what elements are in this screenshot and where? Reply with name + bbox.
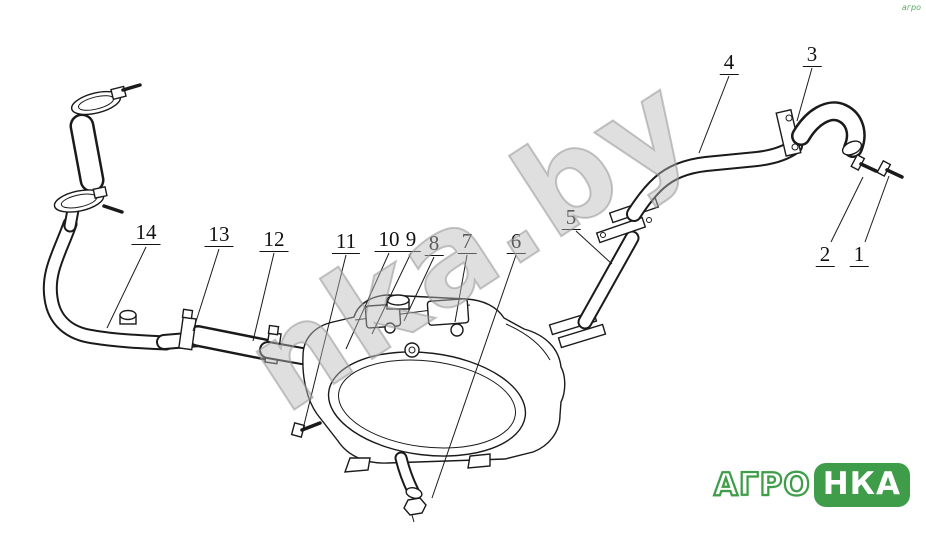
right-pipe-assembly xyxy=(548,101,904,349)
callout-7: 7 xyxy=(457,230,477,254)
flange-bolt-1 xyxy=(876,159,904,179)
mount-bolt-11 xyxy=(290,421,322,438)
hose-clamp-middle xyxy=(53,186,124,214)
corner-mark: агро xyxy=(901,3,921,12)
callout-1: 1 xyxy=(849,243,869,267)
leader-lines xyxy=(106,67,890,499)
hose-clamp-top xyxy=(70,83,142,116)
callout-3: 3 xyxy=(802,43,822,67)
engine-block xyxy=(290,294,566,523)
agronka-logo: АГРО НКА xyxy=(713,463,910,507)
callout-8: 8 xyxy=(424,232,444,256)
logo-text-agro: АГРО xyxy=(713,466,811,504)
callout-11: 11 xyxy=(331,230,361,254)
callout-6: 6 xyxy=(506,230,526,254)
callout-4: 4 xyxy=(719,51,739,75)
logo-text-nka: НКА xyxy=(813,463,910,507)
pipe-fitting-nub xyxy=(119,309,137,325)
callout-12: 12 xyxy=(259,228,289,252)
flange-bolt-2 xyxy=(850,153,878,173)
callout-9: 9 xyxy=(401,228,421,252)
filler-cap xyxy=(386,294,410,306)
drain-plug-bolt xyxy=(403,497,427,516)
callout-14: 14 xyxy=(131,221,161,245)
hose-clamp-13 xyxy=(178,308,197,351)
callout-2: 2 xyxy=(815,243,835,267)
callout-5: 5 xyxy=(561,206,581,230)
callout-13: 13 xyxy=(204,223,234,247)
callout-10: 10 xyxy=(374,228,404,252)
oval-cover xyxy=(327,351,527,457)
left-hose-assembly xyxy=(42,83,311,365)
